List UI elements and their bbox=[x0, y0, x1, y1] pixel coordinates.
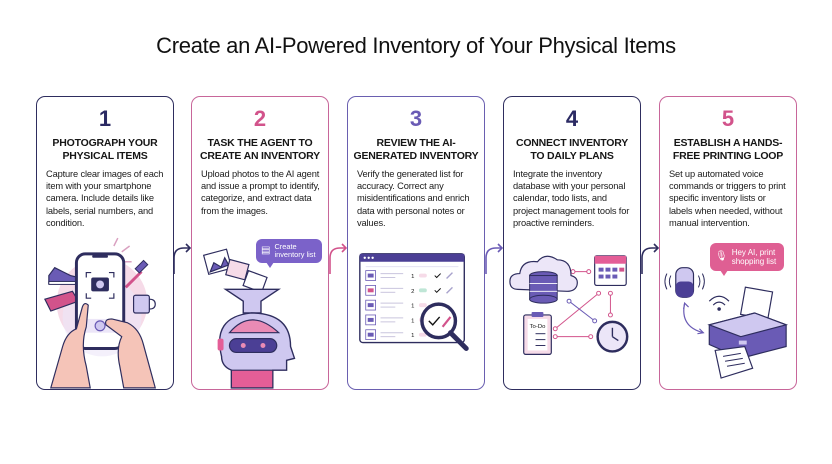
integration-illustration: To-Do bbox=[504, 237, 640, 389]
status-tag bbox=[418, 288, 427, 293]
status-tag bbox=[418, 273, 427, 278]
step-number: 2 bbox=[253, 106, 267, 131]
step-card-1: 1 PHOTOGRAPH YOUR PHYSICAL ITEMS Capture… bbox=[36, 96, 174, 390]
table-row: 1 bbox=[365, 270, 453, 281]
phone-camera-illustration bbox=[37, 237, 173, 389]
step-card-2: 2 TASK THE AGENT TO CREATE AN INVENTORY … bbox=[191, 96, 329, 390]
step-heading: ESTABLISH A HANDS-FREE PRINTING LOOP bbox=[672, 137, 784, 162]
edit-pencil-icon bbox=[446, 272, 453, 279]
clock-icon bbox=[596, 320, 629, 353]
flow-arrow bbox=[638, 240, 660, 274]
table-row: 1 bbox=[365, 299, 427, 311]
smart-speaker-icon bbox=[664, 267, 705, 298]
shoe-icon bbox=[48, 266, 79, 285]
step-heading: CONNECT INVENTORY TO DAILY PLANS bbox=[515, 137, 629, 162]
step-number: 5 bbox=[721, 106, 735, 131]
page-title: Create an AI-Powered Inventory of Your P… bbox=[156, 33, 676, 58]
todo-label: To-Do bbox=[530, 324, 546, 330]
check-icon bbox=[434, 288, 441, 294]
item-quantity: 1 bbox=[411, 304, 414, 310]
item-quantity: 1 bbox=[411, 333, 414, 339]
clipboard-icon: ▤ bbox=[261, 244, 271, 256]
ai-head-illustration: ▤ Create inventory list bbox=[192, 237, 328, 389]
step-number: 1 bbox=[98, 106, 112, 131]
inventory-review-illustration: 1 2 1 1 1 bbox=[348, 237, 484, 389]
smartphone-icon bbox=[74, 252, 126, 350]
table-row: 2 bbox=[365, 285, 453, 296]
prompt-bubble: ▤ Create inventory list bbox=[256, 239, 322, 268]
prompt-text: Create inventory list bbox=[274, 241, 316, 259]
step-heading: REVIEW THE AI-GENERATED INVENTORY bbox=[353, 137, 479, 162]
todo-clipboard-icon: To-Do bbox=[523, 312, 552, 355]
step-heading: TASK THE AGENT TO CREATE AN INVENTORY bbox=[200, 137, 320, 162]
voice-command-text: Hey AI, print shopping list bbox=[731, 247, 777, 267]
printed-list-icon bbox=[714, 345, 754, 379]
robot-head-icon bbox=[217, 312, 296, 389]
step-description: Verify the generated list for accuracy. … bbox=[357, 169, 470, 228]
step-card-4: 4 CONNECT INVENTORY TO DAILY PLANS Integ… bbox=[503, 96, 641, 390]
mug-icon bbox=[132, 294, 156, 314]
step-heading: PHOTOGRAPH YOUR PHYSICAL ITEMS bbox=[52, 137, 158, 162]
item-quantity: 1 bbox=[411, 274, 414, 280]
step-description: Capture clear images of each item with y… bbox=[46, 169, 164, 228]
check-icon bbox=[434, 273, 441, 279]
item-quantity: 2 bbox=[411, 289, 414, 295]
step-number: 3 bbox=[409, 106, 423, 131]
flow-arrow bbox=[482, 240, 504, 274]
table-row: 1 bbox=[365, 329, 427, 341]
magnifier-icon bbox=[420, 302, 469, 351]
step-card-5: 5 ESTABLISH A HANDS-FREE PRINTING LOOP S… bbox=[659, 96, 797, 390]
hands-icon bbox=[50, 302, 157, 389]
status-tag bbox=[418, 332, 427, 337]
funnel-icon bbox=[223, 288, 282, 314]
step-card-3: 3 REVIEW THE AI-GENERATED INVENTORY Veri… bbox=[347, 96, 485, 390]
step-description: Integrate the inventory database with yo… bbox=[513, 169, 630, 228]
printer-icon bbox=[707, 286, 789, 359]
step-description: Upload photos to the AI agent and issue … bbox=[201, 169, 320, 216]
calendar-icon bbox=[594, 255, 627, 286]
flow-arrow bbox=[326, 240, 348, 274]
wifi-icon bbox=[708, 295, 730, 311]
cloud-database-icon bbox=[509, 255, 578, 304]
printing-loop-illustration: 🎙 Hey AI, print shopping list bbox=[660, 237, 796, 389]
edit-pencil-icon bbox=[446, 286, 453, 294]
flow-arrow bbox=[170, 240, 192, 274]
step-description: Set up automated voice commands or trigg… bbox=[669, 169, 786, 228]
step-number: 4 bbox=[565, 106, 579, 131]
item-quantity: 1 bbox=[411, 318, 414, 324]
hammer-icon bbox=[124, 259, 149, 289]
microphone-icon: 🎙 bbox=[715, 251, 728, 263]
status-tag bbox=[418, 303, 427, 308]
voice-command-bubble: 🎙 Hey AI, print shopping list bbox=[710, 243, 784, 276]
